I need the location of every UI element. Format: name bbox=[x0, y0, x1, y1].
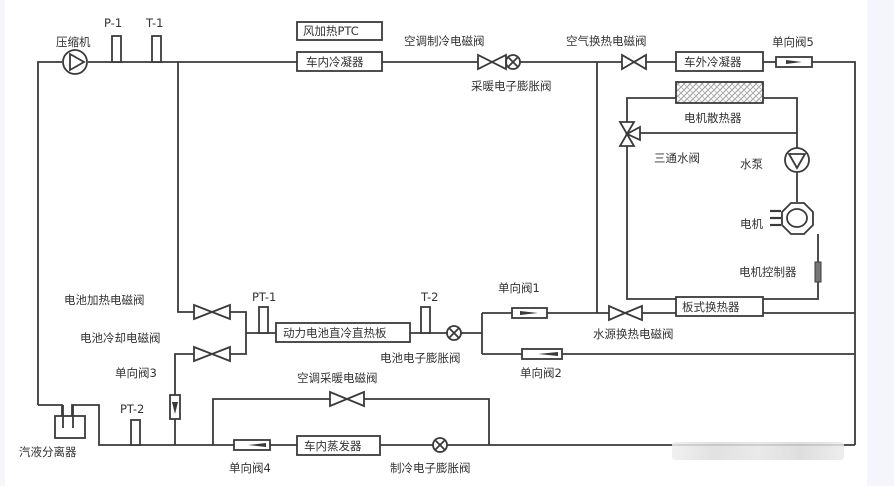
battery-exv-icon bbox=[446, 325, 462, 341]
check-valve-3-label: 单向阀3 bbox=[115, 366, 157, 380]
pipe-ac-heat-bypass-left bbox=[212, 398, 330, 445]
right-margin-panel bbox=[867, 0, 894, 486]
check-valve-4-label: 单向阀4 bbox=[229, 461, 271, 475]
motor-radiator-box bbox=[675, 81, 764, 104]
t1-sensor-icon bbox=[151, 35, 162, 63]
gas-liquid-separator-box bbox=[54, 415, 86, 439]
motor-controller-label: 电机控制器 bbox=[739, 265, 797, 279]
water-source-valve-label: 水源换热电磁阀 bbox=[593, 327, 674, 341]
ac-cooling-solenoid-valve-icon bbox=[477, 53, 507, 71]
pipe-ac-heat-bypass-right bbox=[364, 398, 490, 445]
water-pump-icon bbox=[784, 147, 810, 173]
pt2-label: PT-2 bbox=[120, 402, 144, 416]
pipe-battery-heat-branch bbox=[177, 62, 194, 313]
pipe-top-right bbox=[812, 61, 856, 445]
three-way-valve-label: 三通水阀 bbox=[654, 151, 700, 165]
battery-cooling-valve-label: 电池冷却电磁阀 bbox=[80, 331, 161, 345]
check-valve-1-label: 单向阀1 bbox=[498, 281, 540, 295]
check-valve-2-label: 单向阀2 bbox=[520, 366, 562, 380]
pipes bbox=[37, 61, 856, 446]
pipe-left-main bbox=[37, 61, 62, 405]
battery-plate-label: 动力电池直冷直热板 bbox=[283, 326, 387, 340]
pipe-battery-heat-out bbox=[230, 311, 247, 355]
air-exchange-solenoid-valve-icon bbox=[621, 53, 647, 71]
inner-evaporator-box bbox=[296, 435, 381, 456]
t1-label: T-1 bbox=[145, 16, 163, 30]
pipe-coolant-top bbox=[626, 97, 676, 122]
check-valve-3-icon bbox=[169, 394, 181, 420]
battery-heating-valve-label: 电池加热电磁阀 bbox=[64, 293, 145, 307]
inner-condenser-label: 车内冷凝器 bbox=[306, 55, 364, 69]
inner-condenser-box bbox=[296, 51, 383, 72]
gas-liquid-separator-label: 汽液分离器 bbox=[19, 445, 77, 459]
pt1-label: PT-1 bbox=[252, 290, 276, 304]
ptc-heater-box bbox=[296, 21, 383, 41]
ac-heating-solenoid-valve-icon bbox=[329, 390, 365, 408]
pt1-sensor-icon bbox=[258, 306, 269, 334]
t2-label: T-2 bbox=[420, 290, 438, 304]
cooling-exv-label: 制冷电子膨胀阀 bbox=[390, 461, 471, 475]
motor-controller-icon bbox=[814, 261, 822, 283]
pt2-sensor-icon bbox=[130, 419, 141, 446]
battery-cooling-solenoid-valve-icon bbox=[193, 345, 231, 363]
blurred-watermark bbox=[672, 442, 844, 460]
pipe-motor-controller bbox=[763, 234, 819, 300]
water-pump-label: 水泵 bbox=[740, 157, 763, 171]
battery-exv-label: 电池电子膨胀阀 bbox=[380, 351, 461, 365]
pipe-sep-left bbox=[38, 404, 63, 420]
heating-exv-label: 采暖电子膨胀阀 bbox=[471, 79, 552, 93]
pipe-coolant-radiator-right bbox=[763, 97, 798, 148]
heating-exv-icon bbox=[505, 54, 521, 70]
compressor-label: 压缩机 bbox=[56, 35, 91, 49]
check-valve-5-icon bbox=[775, 56, 813, 68]
check-valve-2-icon bbox=[521, 348, 563, 360]
pipe-sep-right bbox=[71, 404, 234, 446]
inner-evaporator-label: 车内蒸发器 bbox=[304, 439, 362, 453]
pipe-coolant-left bbox=[626, 146, 676, 300]
outer-condenser-label: 车外冷凝器 bbox=[684, 55, 742, 69]
three-way-water-valve-icon bbox=[618, 121, 641, 147]
check-valve-1-icon bbox=[511, 307, 548, 319]
ptc-label: 风加热PTC bbox=[303, 24, 359, 38]
battery-plate-box bbox=[275, 322, 411, 343]
p1-sensor-icon bbox=[111, 35, 122, 63]
cooling-exv-icon bbox=[432, 437, 448, 453]
pipe-battery-cool bbox=[174, 353, 194, 395]
plate-heat-exchanger-box bbox=[675, 296, 764, 317]
check-valve-4-icon bbox=[233, 439, 271, 451]
t2-sensor-icon bbox=[420, 306, 431, 334]
ac-heating-valve-label: 空调采暖电磁阀 bbox=[297, 371, 378, 385]
check-valve-5-label: 单向阀5 bbox=[772, 35, 814, 49]
p1-label: P-1 bbox=[104, 16, 122, 30]
left-margin-panel bbox=[0, 0, 5, 486]
air-exchange-valve-label: 空气换热电磁阀 bbox=[566, 34, 647, 48]
water-source-solenoid-valve-icon bbox=[608, 304, 643, 322]
outer-condenser-box bbox=[675, 51, 764, 72]
compressor-icon bbox=[62, 49, 88, 75]
motor-radiator-label: 电机散热器 bbox=[684, 111, 742, 125]
motor-label: 电机 bbox=[740, 217, 763, 231]
battery-heating-solenoid-valve-icon bbox=[193, 303, 231, 321]
plate-exchanger-label: 板式换热器 bbox=[682, 300, 740, 314]
ac-cooling-valve-label: 空调制冷电磁阀 bbox=[404, 34, 485, 48]
motor-icon bbox=[770, 202, 814, 235]
